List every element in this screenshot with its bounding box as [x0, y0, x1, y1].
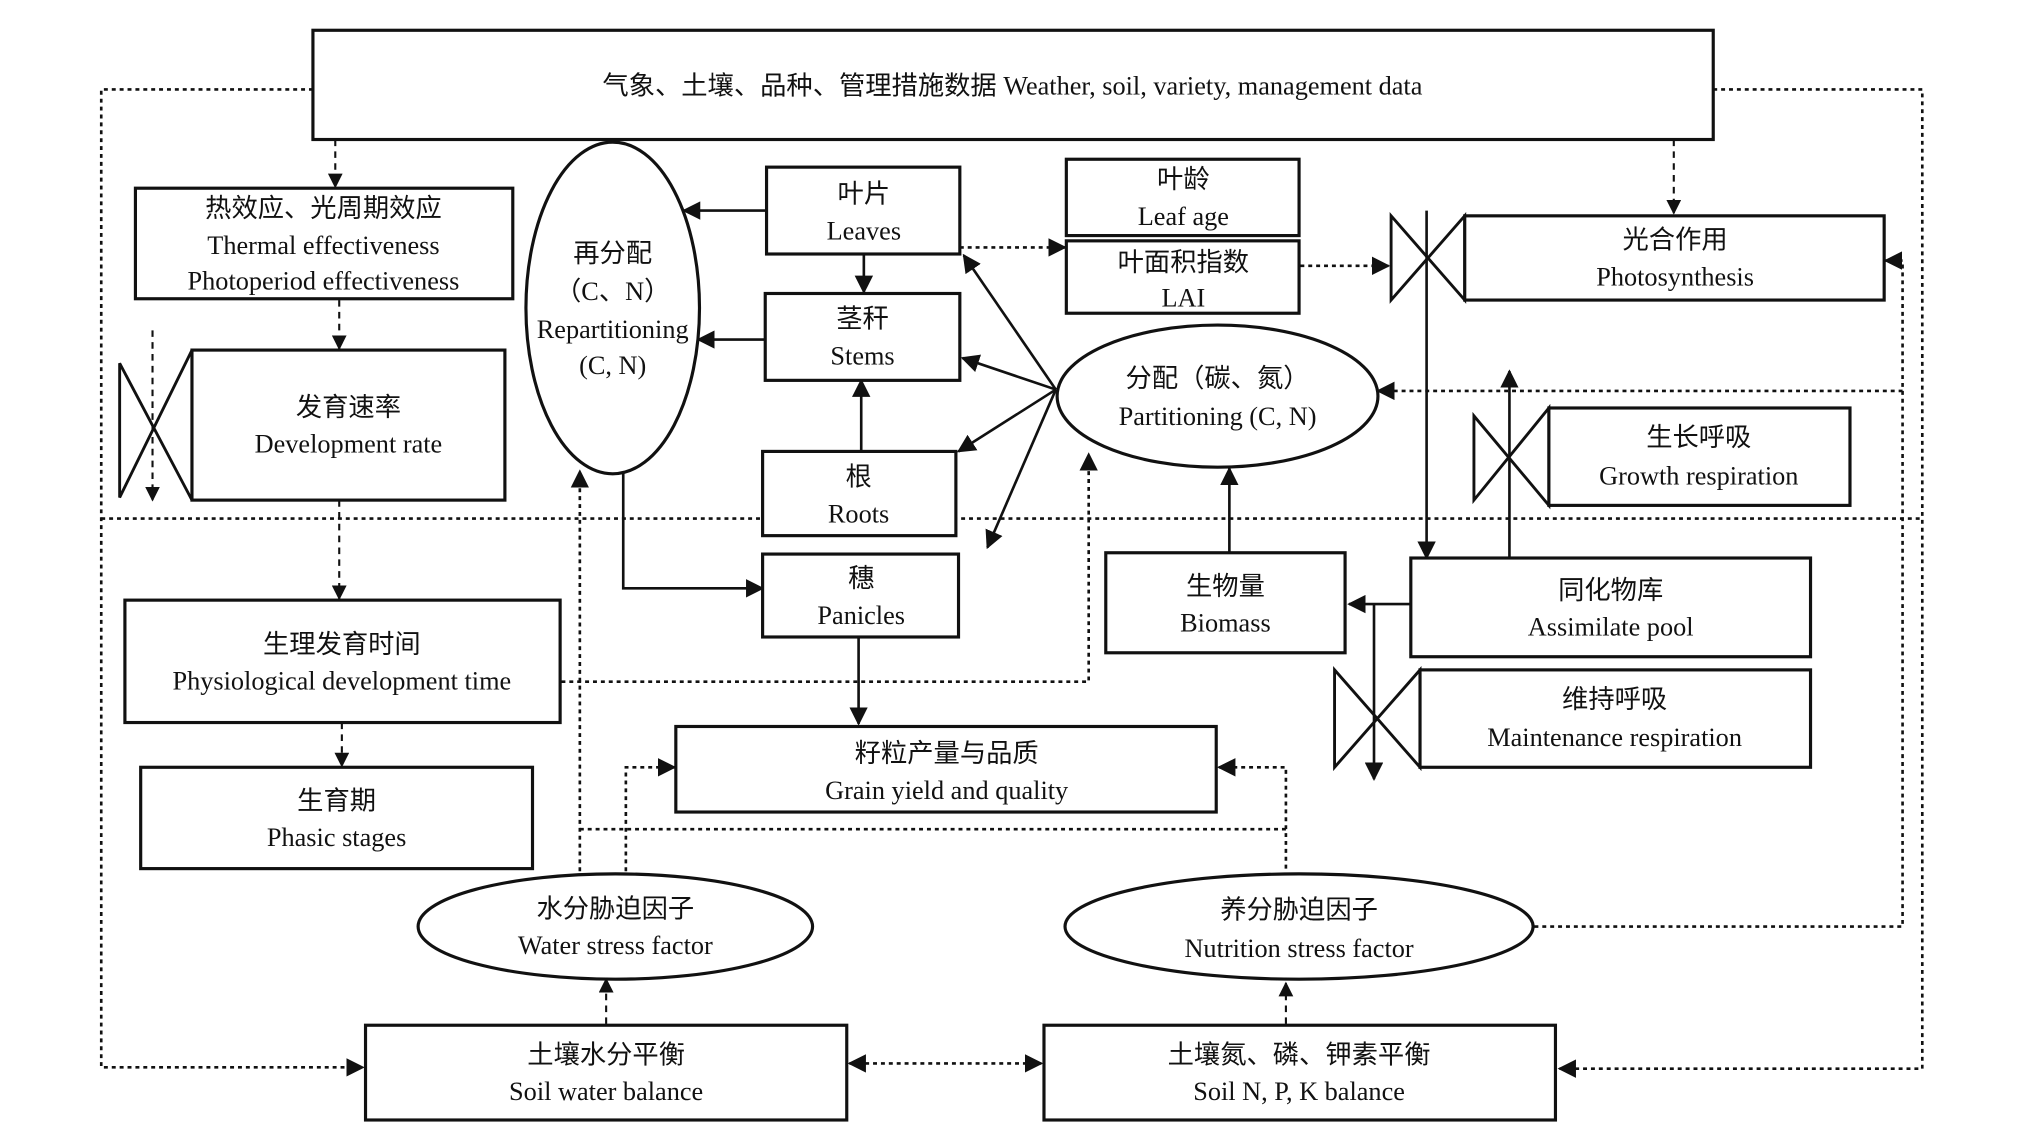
edge-nutristress-to-grain	[1217, 758, 1288, 877]
label-phystime-zh: 生理发育时间	[263, 630, 421, 659]
edge-phystime-to-partition	[561, 452, 1098, 684]
edge-input-to-soilnpk	[1557, 88, 1924, 1078]
node-partition	[1055, 323, 1380, 469]
label-waterstress-zh: 水分胁迫因子	[536, 894, 694, 923]
node-photosynthesis	[1463, 214, 1886, 302]
label-stems-zh: 茎秆	[836, 305, 889, 334]
label-partition-zh: 分配（碳、氮）	[1126, 364, 1310, 393]
valve-icon	[1333, 666, 1422, 772]
label-leafage-zh: 叶龄	[1157, 165, 1210, 194]
node-water-stress	[416, 872, 815, 981]
node-assimilate	[1409, 556, 1813, 659]
label-thermal-zh: 热效应、光周期效应	[205, 194, 442, 223]
label-waterstress-en: Water stress factor	[518, 931, 713, 960]
node-phasic	[139, 765, 535, 871]
node-grain	[674, 724, 1218, 814]
label-stems-en: Stems	[830, 342, 894, 371]
label-nutristress-zh: 养分胁迫因子	[1220, 896, 1378, 925]
node-thermal	[133, 186, 515, 301]
node-phys-time	[123, 598, 562, 725]
label-repartition-en2: (C, N)	[579, 351, 646, 380]
node-leaf-age	[1064, 157, 1301, 238]
label-repartition-zh: 再分配	[573, 239, 652, 268]
node-maint-resp	[1418, 668, 1813, 769]
edge-waterstress-to-grain	[624, 758, 677, 880]
label-repartition-zh2: （C、N）	[555, 277, 670, 306]
edge-partition-to-stems	[960, 354, 1057, 391]
node-growth-resp	[1547, 406, 1852, 507]
nodes	[123, 28, 1886, 1122]
label-phasic-zh: 生育期	[297, 786, 376, 815]
edge-repartition-to-panicles	[621, 471, 765, 598]
label-input-data: 气象、土壤、品种、管理措施数据 Weather, soil, variety, …	[602, 72, 1422, 101]
label-roots-en: Roots	[828, 499, 889, 528]
valve-icon	[1472, 403, 1551, 510]
label-lai-en: LAI	[1161, 284, 1205, 313]
label-phystime-en: Physiological development time	[172, 667, 511, 696]
node-dev-rate	[190, 348, 507, 502]
label-soilnpk-en: Soil N, P, K balance	[1193, 1077, 1405, 1106]
labels: 气象、土壤、品种、管理措施数据 Weather, soil, variety, …	[172, 72, 1798, 1107]
node-input-data	[311, 28, 1715, 142]
label-thermal-en1: Thermal effectiveness	[207, 231, 439, 260]
node-panicles	[761, 552, 961, 639]
label-maintresp-zh: 维持呼吸	[1562, 685, 1667, 714]
valve-icon	[118, 349, 194, 501]
label-soilwater-en: Soil water balance	[509, 1077, 703, 1106]
label-assimilate-en: Assimilate pool	[1528, 613, 1694, 642]
label-thermal-en2: Photoperiod effectiveness	[188, 267, 460, 296]
label-photosynthesis-zh: 光合作用	[1623, 226, 1728, 255]
label-panicles-zh: 穗	[848, 564, 874, 593]
label-leafage-en: Leaf age	[1138, 202, 1229, 231]
label-photosynthesis-en: Photosynthesis	[1596, 263, 1754, 292]
label-assimilate-zh: 同化物库	[1558, 576, 1663, 605]
label-grain-en: Grain yield and quality	[825, 776, 1069, 805]
label-nutristress-en: Nutrition stress factor	[1184, 934, 1413, 963]
node-repartition	[524, 140, 702, 476]
label-repartition-en: Repartitioning	[537, 315, 689, 344]
edge-partition-to-leaves	[962, 253, 1057, 391]
node-nutri-stress	[1063, 872, 1535, 981]
node-soil-npk	[1042, 1023, 1558, 1122]
edge-input-to-soilwater	[99, 88, 365, 1077]
label-soilwater-zh: 土壤水分平衡	[527, 1040, 685, 1069]
label-devrate-en: Development rate	[255, 430, 443, 459]
node-lai	[1064, 239, 1301, 315]
label-devrate-zh: 发育速率	[296, 393, 401, 422]
node-leaves	[764, 165, 962, 256]
edge-partition-to-roots	[956, 388, 1057, 453]
label-partition-en: Partitioning (C, N)	[1119, 402, 1317, 431]
label-lai-zh: 叶面积指数	[1118, 248, 1249, 277]
label-leaves-en: Leaves	[827, 217, 901, 246]
node-soil-water	[363, 1023, 849, 1122]
label-soilnpk-zh: 土壤氮、磷、钾素平衡	[1168, 1040, 1431, 1069]
label-panicles-en: Panicles	[817, 601, 905, 630]
node-stems	[763, 291, 962, 382]
node-biomass	[1104, 551, 1347, 655]
label-growthresp-en: Growth respiration	[1599, 461, 1798, 490]
label-grain-zh: 籽粒产量与品质	[855, 739, 1039, 768]
label-biomass-zh: 生物量	[1186, 572, 1265, 601]
edge-partition-to-panicles	[985, 389, 1058, 550]
solid-connectors	[621, 201, 1519, 781]
edge-nutristress-to-photosynthesis	[1534, 251, 1904, 928]
label-maintresp-en: Maintenance respiration	[1487, 723, 1742, 752]
dashed-connectors	[99, 88, 1924, 1078]
label-growthresp-zh: 生长呼吸	[1646, 423, 1751, 452]
label-phasic-en: Phasic stages	[267, 823, 406, 852]
label-roots-zh: 根	[845, 463, 871, 492]
label-leaves-zh: 叶片	[838, 180, 891, 209]
label-biomass-en: Biomass	[1180, 609, 1271, 638]
node-roots	[761, 449, 958, 538]
